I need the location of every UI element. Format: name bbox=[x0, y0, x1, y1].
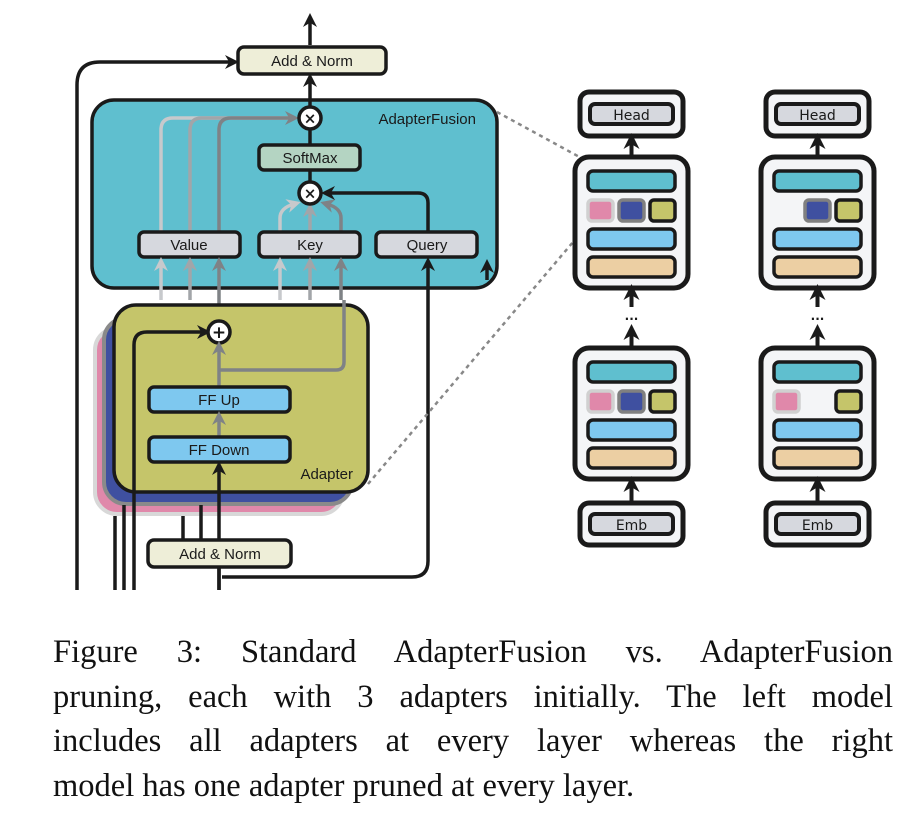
adapter-blue-icon bbox=[617, 198, 646, 223]
key-path-3 bbox=[320, 199, 343, 232]
svg-text:×: × bbox=[304, 185, 317, 203]
fusion-bar bbox=[772, 169, 863, 193]
model-standard: Head... Emb bbox=[572, 89, 691, 548]
model-pruned: Head... Emb bbox=[758, 89, 877, 548]
transformer-layer bbox=[758, 345, 877, 482]
adapter-blue-icon bbox=[617, 389, 646, 414]
ff-bar bbox=[586, 227, 677, 251]
transformer-layer bbox=[572, 345, 691, 482]
caption-line: includes all adapters at every layer whe… bbox=[53, 723, 893, 759]
head-block: Head bbox=[763, 89, 872, 139]
key-label: Key bbox=[297, 237, 323, 254]
head-label: Head bbox=[799, 108, 836, 124]
attention-bar bbox=[772, 255, 863, 279]
caption-line: model has one adapter pruned at every la… bbox=[53, 767, 635, 804]
adapter-residual bbox=[132, 325, 211, 590]
value-path-2 bbox=[188, 116, 292, 232]
ff-bar bbox=[586, 418, 677, 442]
ff-up-box: FF Up bbox=[147, 385, 292, 414]
adapterfusion-diagram: Add & Norm AdapterFusion × SoftMax × Val… bbox=[75, 12, 877, 590]
add-node: + bbox=[206, 319, 232, 345]
zoom-line-bottom bbox=[367, 221, 591, 485]
svg-text:+: + bbox=[212, 323, 226, 343]
emb-label: Emb bbox=[802, 518, 833, 534]
query-input-line bbox=[222, 257, 435, 579]
attention-bar bbox=[586, 446, 677, 470]
attention-bar bbox=[772, 446, 863, 470]
adapter-key-branch bbox=[219, 300, 346, 372]
fusion-bar bbox=[772, 360, 863, 384]
ff-bar bbox=[772, 418, 863, 442]
transformer-layer bbox=[758, 154, 877, 291]
add-norm-bottom-box: Add & Norm bbox=[146, 538, 293, 569]
figure-caption: Figure 3: Standard AdapterFusion vs. Ada… bbox=[53, 630, 893, 808]
value-label: Value bbox=[170, 237, 207, 254]
value-box: Value bbox=[137, 230, 242, 259]
key-path-1 bbox=[278, 199, 301, 232]
ff-bar bbox=[772, 227, 863, 251]
adapter-olive-icon bbox=[648, 389, 677, 414]
emb-label: Emb bbox=[616, 518, 647, 534]
value-path-1 bbox=[159, 116, 292, 232]
svg-text:×: × bbox=[304, 110, 317, 128]
fusion-bar bbox=[586, 169, 677, 193]
add-norm-top-box: Add & Norm bbox=[236, 45, 388, 76]
fusion-bar bbox=[586, 360, 677, 384]
adapter-fusion-box: AdapterFusion bbox=[90, 98, 499, 290]
adapter-pink-icon bbox=[586, 389, 615, 414]
adapter-olive-icon bbox=[648, 198, 677, 223]
head-block: Head bbox=[577, 89, 686, 139]
add-norm-bottom-label: Add & Norm bbox=[179, 546, 261, 563]
multiply-bottom-node: × bbox=[297, 180, 323, 206]
residual-line-outer bbox=[75, 55, 239, 590]
emb-block: Emb bbox=[763, 500, 872, 548]
caption-line: pruning, each with 3 adapters initially.… bbox=[53, 678, 893, 715]
value-path-3 bbox=[217, 111, 299, 232]
ellipsis: ... bbox=[625, 309, 639, 323]
adapter-fusion-label: AdapterFusion bbox=[378, 111, 476, 128]
adapter-pink-icon bbox=[586, 198, 615, 223]
emb-block: Emb bbox=[577, 500, 686, 548]
zoom-line-top bbox=[496, 110, 586, 162]
query-path bbox=[321, 186, 430, 232]
adapter-label: Adapter bbox=[300, 466, 353, 483]
adapter-to-fusion-arrows bbox=[154, 257, 348, 312]
ff-up-label: FF Up bbox=[198, 392, 240, 409]
multiply-top-node: × bbox=[297, 105, 323, 131]
adapter-pink-icon bbox=[772, 389, 801, 414]
softmax-label: SoftMax bbox=[282, 150, 338, 167]
head-label: Head bbox=[613, 108, 650, 124]
attention-bar bbox=[586, 255, 677, 279]
query-label: Query bbox=[407, 237, 448, 254]
adapter-blue-icon bbox=[803, 198, 832, 223]
adapter-olive-icon bbox=[834, 389, 863, 414]
query-box: Query bbox=[374, 230, 479, 259]
add-norm-top-label: Add & Norm bbox=[271, 53, 353, 70]
ff-down-box: FF Down bbox=[147, 435, 292, 464]
transformer-layer bbox=[572, 154, 691, 291]
ellipsis: ... bbox=[811, 309, 825, 323]
softmax-box: SoftMax bbox=[257, 143, 362, 172]
caption-line: Figure 3: Standard AdapterFusion vs. Ada… bbox=[53, 634, 893, 670]
adapter-olive-icon bbox=[834, 198, 863, 223]
key-box: Key bbox=[257, 230, 362, 259]
ff-down-label: FF Down bbox=[189, 442, 250, 459]
